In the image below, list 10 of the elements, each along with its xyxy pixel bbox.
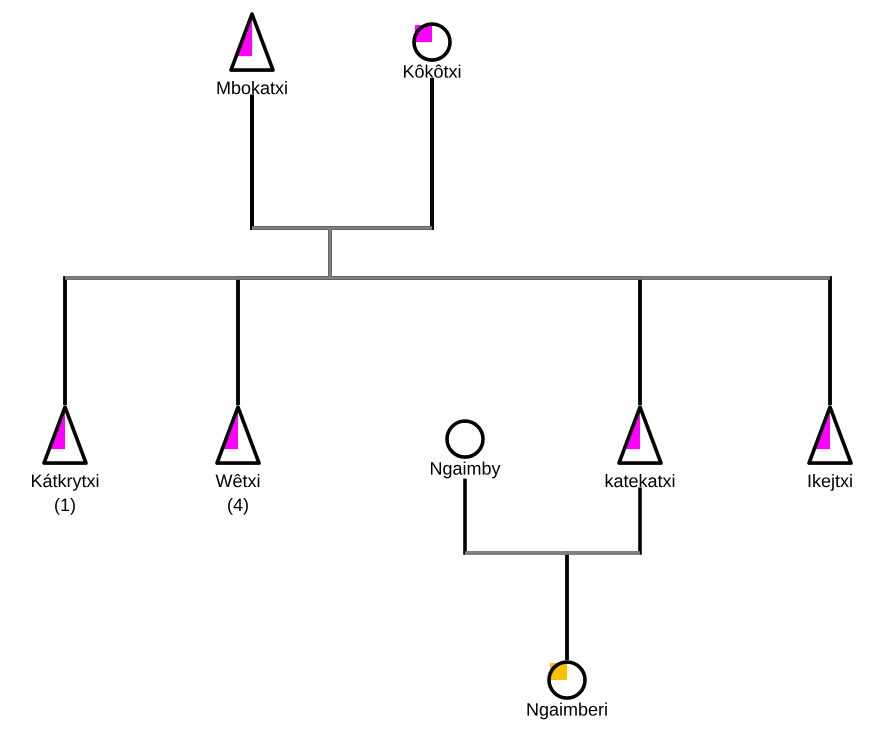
- person-name: Ngaimby: [430, 462, 500, 478]
- person-name: (1): [55, 498, 75, 515]
- person-name: Ngaimberi: [527, 702, 607, 720]
- person-name: katekatxi: [606, 474, 674, 488]
- person-name: (4): [228, 498, 248, 515]
- person-name: Kôkôtxi: [404, 64, 460, 78]
- person-name: Ikejtxi: [808, 474, 852, 491]
- person-name: Mbokatxi: [217, 81, 287, 94]
- person-name: Wêtxi: [216, 474, 260, 488]
- person-name: Kátkrytxi: [32, 474, 98, 491]
